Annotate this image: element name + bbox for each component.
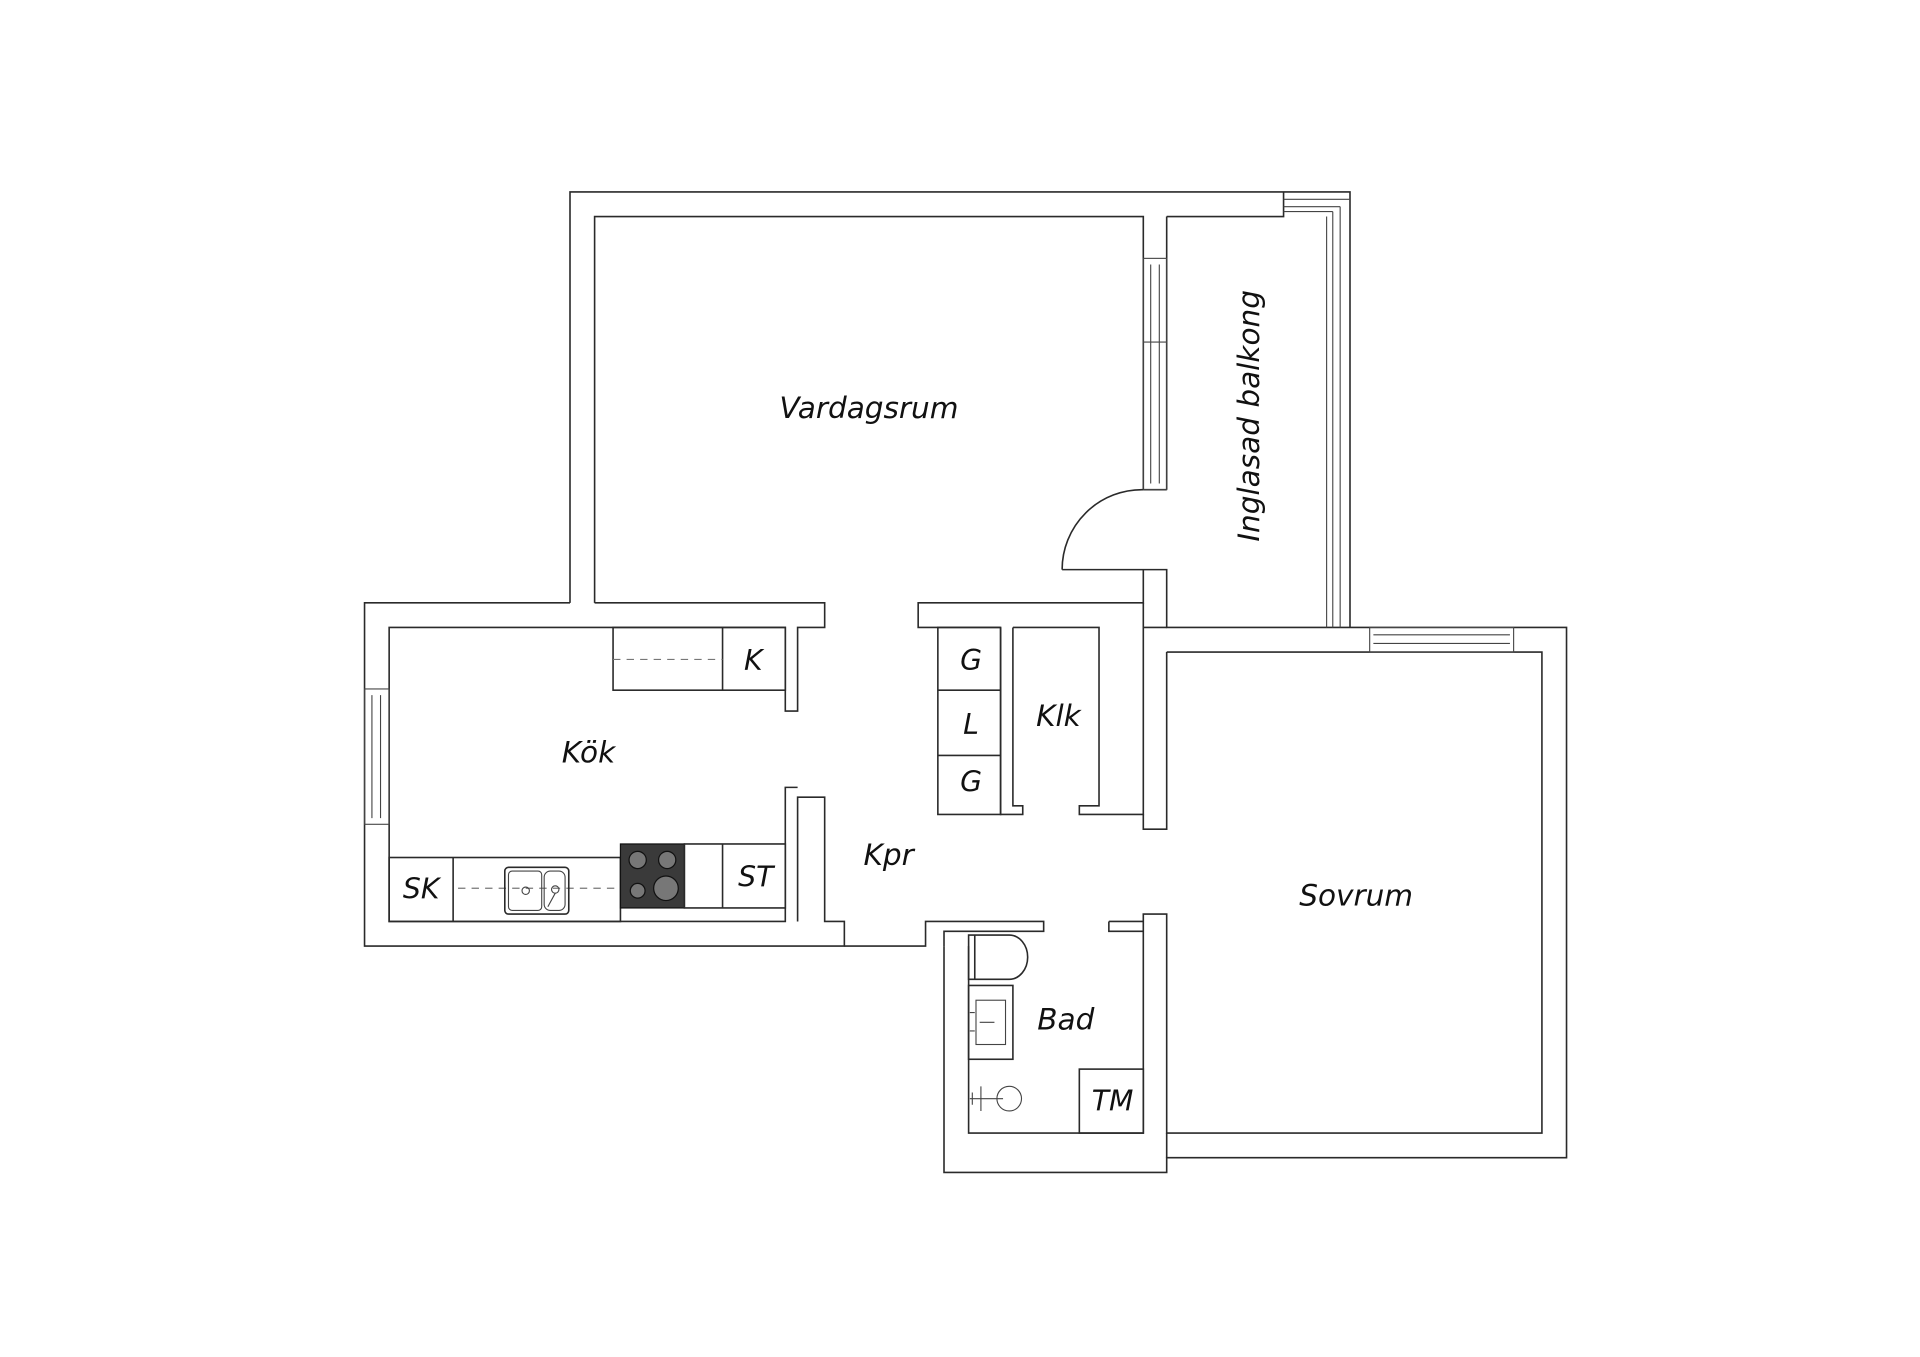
room-label-hall: Kpr <box>864 838 916 872</box>
fixture-label-wardrobe-1: G <box>960 644 982 677</box>
room-label-kitchen: Kök <box>562 736 617 770</box>
shower-icon <box>969 1085 1023 1112</box>
fixture-label-tall-cabinet: ST <box>738 860 776 893</box>
fixture-label-washer: TM <box>1092 1084 1134 1117</box>
stove-icon <box>619 843 686 909</box>
door-swing <box>1061 488 1144 570</box>
washbasin-icon <box>967 984 1014 1061</box>
room-label-bathroom: Bad <box>1037 1003 1094 1037</box>
room-label-balcony: Inglasad balkong <box>1232 290 1266 542</box>
room-label-closet: Klk <box>1036 699 1083 733</box>
sink-icon <box>503 866 570 915</box>
fixture-label-linen: L <box>963 708 979 741</box>
walls <box>363 191 1568 1174</box>
labels: Vardagsrum Inglasad balkong Kök Kpr Klk … <box>403 290 1413 1117</box>
windows <box>363 198 1515 825</box>
room-label-living: Vardagsrum <box>779 391 958 425</box>
toilet-icon <box>967 934 1029 981</box>
room-label-bedroom: Sovrum <box>1299 878 1413 912</box>
fixture-label-cabinet: SK <box>403 873 442 906</box>
closet-fixtures <box>937 626 1002 816</box>
fixture-label-wardrobe-2: G <box>960 766 982 799</box>
kitchen-fixtures <box>388 626 787 923</box>
bath-fixtures <box>967 934 1145 1134</box>
fixture-label-fridge: K <box>744 644 765 677</box>
